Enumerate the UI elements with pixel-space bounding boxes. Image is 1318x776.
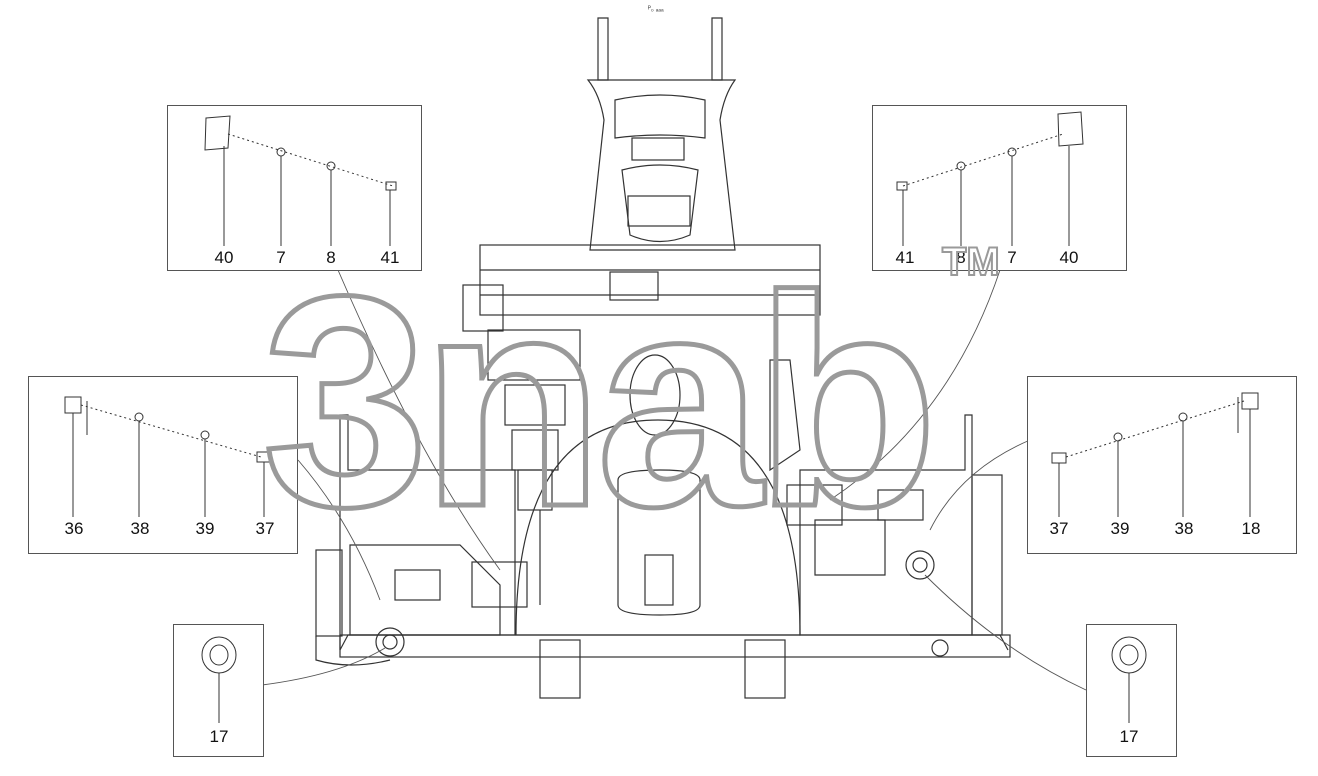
part-label: 37	[1049, 519, 1069, 538]
leader-18	[929, 439, 1031, 531]
part-label: 39	[1110, 519, 1130, 538]
cross-beam	[479, 244, 821, 316]
part-label: 7	[1007, 248, 1017, 267]
leader-40-right	[829, 269, 1001, 501]
part-label: 17	[209, 727, 229, 746]
callout-mid-right: 37 39 38 18	[1027, 376, 1297, 554]
callout-bottom-left-parts	[201, 636, 237, 723]
header-mark: ᴾ₀ ₐₐₐ	[648, 6, 664, 13]
right-nameplate	[786, 484, 843, 526]
part-label: 41	[380, 248, 400, 267]
part-label: 39	[195, 519, 215, 538]
part-label: 40	[214, 248, 234, 267]
plate-icon	[1057, 111, 1084, 147]
motor-housing	[462, 284, 504, 332]
central-column	[586, 79, 737, 251]
wheel-icon	[1111, 636, 1147, 674]
callout-mid-left: 36 38 39 37	[28, 376, 298, 554]
left-latch	[394, 569, 441, 601]
callout-top-left-parts	[204, 115, 397, 246]
leader-36	[297, 459, 381, 601]
column-window-upper	[614, 94, 706, 139]
arch-body	[515, 419, 801, 636]
callout-top-left: 40 7 8 41	[167, 105, 422, 271]
part-label: 38	[1174, 519, 1194, 538]
leader-17-left	[261, 647, 386, 686]
gear-housing	[487, 329, 581, 381]
column-plate	[627, 195, 691, 227]
right-foot	[744, 639, 786, 699]
washer-icon	[276, 147, 286, 157]
washer-icon	[200, 430, 210, 440]
callout-bottom-right-parts	[1111, 636, 1147, 723]
part-label: 8	[326, 248, 336, 267]
plate-icon	[204, 115, 231, 151]
washer-icon	[956, 161, 966, 171]
column-bracket	[631, 137, 685, 161]
latch-icon	[1241, 392, 1259, 410]
part-label: 41	[895, 248, 915, 267]
left-arm	[315, 549, 343, 637]
callout-mid-right-parts	[1051, 392, 1259, 517]
callout-bottom-left: 17	[173, 624, 264, 757]
leader-40-left	[337, 269, 501, 571]
callout-top-right: 41 8 7 40	[872, 105, 1127, 271]
part-label: 37	[255, 519, 275, 538]
base-rail	[339, 634, 1011, 658]
mast-right-post	[711, 17, 723, 81]
right-arm	[971, 474, 1003, 636]
wheel-icon	[201, 636, 237, 674]
bolt-icon	[385, 181, 397, 191]
bolt-icon	[256, 451, 272, 463]
part-label: 18	[1241, 519, 1261, 538]
part-label: 17	[1119, 727, 1139, 746]
callout-mid-left-parts	[64, 396, 272, 517]
arch-window	[617, 469, 701, 616]
part-label: 38	[130, 519, 150, 538]
column-window-lower	[621, 164, 699, 243]
part-label: 8	[956, 248, 966, 267]
bolt-icon	[1051, 452, 1067, 464]
part-label: 40	[1059, 248, 1079, 267]
bolt-icon	[896, 181, 908, 191]
washer-icon	[134, 412, 144, 422]
right-wheel-hub	[905, 550, 935, 580]
left-side-plate	[339, 414, 516, 651]
callout-top-right-parts	[896, 111, 1084, 246]
left-nameplate	[471, 561, 528, 608]
loop-ring	[629, 354, 681, 436]
hub	[504, 384, 566, 426]
left-wheel-hub	[375, 627, 405, 657]
mast-left-post	[597, 17, 609, 81]
part-label: 36	[64, 519, 84, 538]
part-label: 7	[276, 248, 286, 267]
coupling	[511, 429, 559, 471]
left-foot	[539, 639, 581, 699]
shaft-end	[517, 469, 553, 511]
right-latch	[877, 489, 924, 521]
callout-bottom-right: 17	[1086, 624, 1177, 757]
washer-icon	[1113, 432, 1123, 442]
leader-17-right	[924, 574, 1087, 691]
washer-icon	[1178, 412, 1188, 422]
latch-icon	[64, 396, 82, 414]
